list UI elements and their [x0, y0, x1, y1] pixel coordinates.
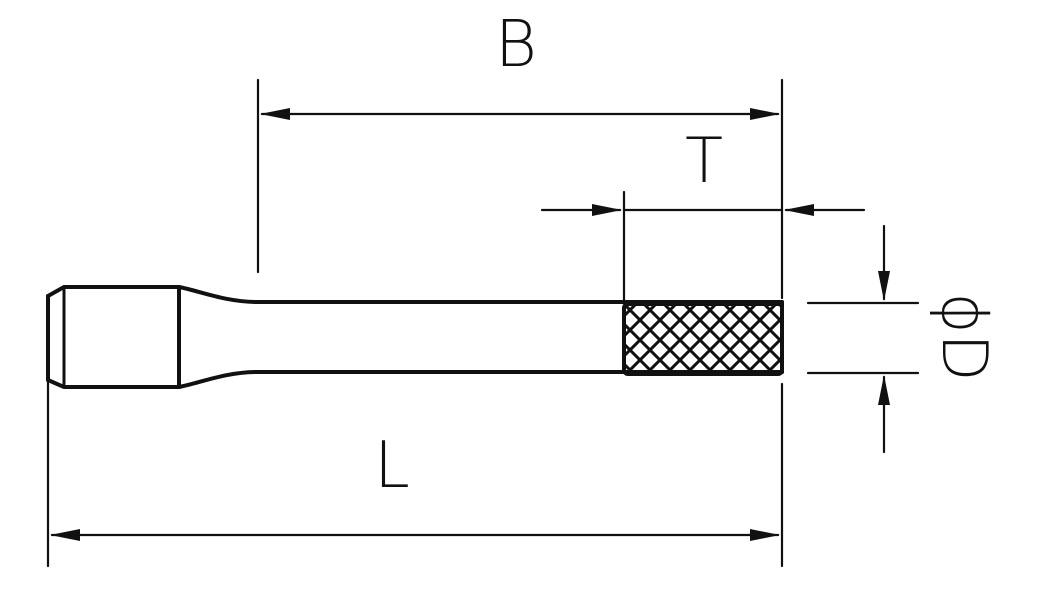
- arrowhead-b-left: [260, 108, 290, 120]
- knurl-border: [622, 302, 784, 376]
- knurl-hatch-line: [698, 305, 782, 373]
- knurl-hatch-line: [624, 305, 702, 373]
- knurl-hatch-line: [638, 305, 722, 373]
- arrowhead-l-left: [50, 529, 80, 541]
- dimension-t: [540, 190, 866, 304]
- knurl-hatch-line: [778, 305, 782, 373]
- arrowhead-t-right: [784, 204, 814, 216]
- label-diameter: ϕD: [928, 293, 1001, 382]
- knurl-hatch-line: [758, 305, 782, 373]
- dimension-b: [256, 78, 784, 300]
- knurl-hatch-line: [624, 305, 662, 373]
- label-l: L: [374, 429, 410, 503]
- knurl-hatch-line: [860, 300, 940, 380]
- knurl-hatch-line: [658, 305, 742, 373]
- knurled-tip: [622, 300, 940, 380]
- knurl-hatch-line: [800, 300, 880, 380]
- dimension-d: [806, 224, 920, 454]
- arrowhead-d-top: [878, 271, 890, 301]
- knurl-hatch-line: [840, 300, 920, 380]
- dimension-l: [46, 380, 784, 568]
- arrowhead-b-right: [750, 108, 780, 120]
- knurl-hatch-line: [624, 305, 682, 373]
- knurl-hatch-line: [624, 305, 662, 373]
- arrowhead-t-left: [592, 204, 622, 216]
- arrowhead-l-right: [750, 529, 780, 541]
- knurl-hatch-line: [820, 300, 900, 380]
- knurl-hatch-line: [820, 300, 900, 380]
- knurl-hatch-line: [718, 305, 782, 373]
- knurl-hatch-line: [624, 305, 642, 373]
- label-b: B: [495, 8, 537, 82]
- knurl-hatch-line: [778, 305, 782, 373]
- knurl-hatch-line: [800, 300, 880, 380]
- knurl-hatch-line: [624, 305, 642, 373]
- knurl-hatch-line: [860, 300, 940, 380]
- knurl-hatch-line: [678, 305, 762, 373]
- label-t: T: [685, 124, 723, 197]
- knurl-hatch-line: [758, 305, 782, 373]
- tool-outline-top: [46, 285, 784, 304]
- arrowhead-d-bottom: [878, 375, 890, 405]
- knurl-hatch-line: [840, 300, 920, 380]
